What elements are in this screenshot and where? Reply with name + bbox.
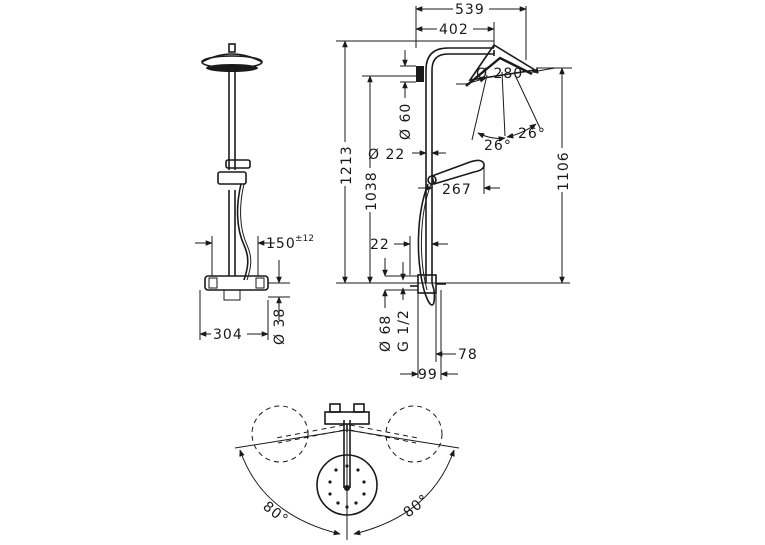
front-hose [236, 183, 249, 281]
dim-1213-label: 1213 [339, 145, 355, 185]
top-right-position [385, 405, 443, 463]
dim-1038: 1038 [361, 75, 416, 284]
dim-22-offset-label: 22 [370, 237, 390, 253]
dim-150: 150 ±12 [195, 234, 314, 276]
side-view: 26° 26° 539 [336, 1, 572, 383]
dim-60: Ø 60 [398, 50, 416, 140]
dim-38-label: Ø 38 [272, 308, 288, 345]
dim-402-label: 402 [439, 22, 469, 38]
dim-68-thread: Ø 68 G 1/2 [378, 258, 418, 352]
angle-26-left: 26° [484, 138, 512, 154]
dim-402: 402 [415, 21, 495, 48]
dim-267: 267 [418, 166, 500, 198]
top-left-position [251, 405, 309, 463]
dim-78-99: 78 99 [400, 290, 478, 383]
dim-22-pipe: Ø 22 [368, 147, 446, 163]
side-hand-shower [427, 159, 485, 186]
dim-280-label: Ø 280 [476, 66, 523, 82]
dim-60-label: Ø 60 [398, 103, 414, 140]
dim-99-label: 99 [418, 367, 438, 383]
angle-26-right: 26° [518, 126, 546, 142]
side-riser-pipe [416, 47, 494, 283]
dim-539-label: 539 [455, 2, 485, 18]
front-view: 150 ±12 Ø 38 304 [195, 43, 314, 345]
dim-1106: 1106 [536, 67, 572, 284]
dim-38: Ø 38 [268, 260, 290, 345]
front-riser-pipe [228, 72, 236, 276]
top-view: 80° 80° [234, 403, 460, 540]
dim-1213: 1213 [336, 40, 494, 284]
side-spray-lines: 26° 26° [471, 71, 546, 154]
angle-80-left: 80° [260, 499, 292, 529]
dim-539: 539 [415, 1, 527, 60]
dim-1106-label: 1106 [556, 151, 572, 191]
dim-22-offset: 22 [370, 236, 448, 275]
side-thermostat [410, 274, 446, 294]
angle-80-right: 80° [401, 491, 433, 521]
dim-304: 304 [199, 290, 269, 343]
front-shelf [217, 159, 251, 185]
dim-150-tolerance: ±12 [295, 234, 314, 244]
front-shower-head [201, 43, 263, 72]
dim-304-label: 304 [213, 327, 243, 343]
dim-78-label: 78 [458, 347, 478, 363]
dim-280: Ø 280 [456, 66, 556, 85]
dim-68-label: Ø 68 [378, 315, 394, 352]
front-thermostat [204, 275, 269, 301]
dim-267-label: 267 [442, 182, 472, 198]
side-hose [417, 183, 436, 306]
dim-22-pipe-label: Ø 22 [368, 147, 405, 163]
dim-150-label: 150 [266, 236, 296, 252]
dim-1038-label: 1038 [364, 171, 380, 211]
dim-thread-label: G 1/2 [396, 309, 412, 352]
